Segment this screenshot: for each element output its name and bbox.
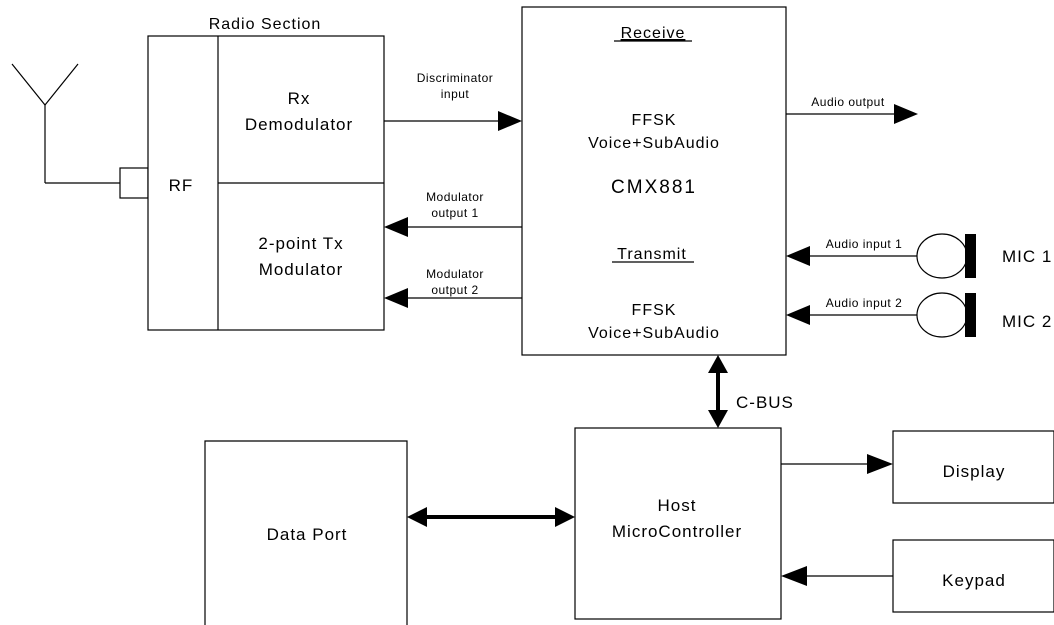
rx-demod-line1: Rx	[288, 89, 311, 108]
mod1-label-line2: output 1	[431, 206, 478, 220]
data-port-box	[204, 440, 408, 625]
radio-section-title: Radio Section	[209, 16, 322, 33]
mic-2-label: MIC 2	[1002, 312, 1052, 331]
host-microcontroller	[574, 427, 782, 620]
mic-1-icon	[916, 233, 976, 279]
mod2-label-line2: output 2	[431, 283, 478, 297]
discriminator-label-line2: input	[441, 87, 470, 101]
data-port-label: Data Port	[267, 525, 348, 544]
display-label: Display	[943, 462, 1006, 481]
tx-mod-line1: 2-point Tx	[258, 234, 343, 253]
display-arrow	[781, 454, 893, 474]
audio-input-1-arrow	[786, 246, 918, 266]
transmit-label: Transmit	[617, 246, 687, 263]
modulator-output-2-arrow	[384, 288, 522, 308]
audio-input-2-arrow	[786, 305, 918, 325]
receive-label: Receive	[621, 25, 686, 42]
rx-ffsk-label: FFSK	[632, 112, 677, 129]
mod2-label-line1: Modulator	[426, 267, 484, 281]
host-label-line2: MicroController	[612, 522, 742, 541]
audio-output-arrow	[786, 104, 918, 124]
mic-2-icon	[916, 292, 976, 338]
rf-label: RF	[169, 176, 194, 195]
keypad-box	[892, 539, 1054, 613]
tx-mod-line2: Modulator	[259, 260, 344, 279]
host-label-line1: Host	[658, 496, 697, 515]
antenna-icon	[11, 63, 149, 199]
display-box	[892, 430, 1054, 504]
rx-demod-line2: Demodulator	[245, 115, 353, 134]
data-port-arrow	[407, 507, 575, 527]
discriminator-arrow	[384, 111, 522, 131]
audio-input-1-label: Audio input 1	[826, 237, 903, 251]
keypad-arrow	[781, 566, 893, 586]
tx-voice-label: Voice+SubAudio	[588, 325, 720, 342]
audio-output-label: Audio output	[811, 95, 885, 109]
keypad-label: Keypad	[942, 571, 1006, 590]
tx-ffsk-label: FFSK	[632, 302, 677, 319]
mod1-label-line1: Modulator	[426, 190, 484, 204]
cbus-label: C-BUS	[736, 393, 794, 412]
chip-name: CMX881	[611, 177, 697, 198]
radio-section	[147, 35, 385, 331]
audio-input-2-label: Audio input 2	[826, 296, 903, 310]
modulator-output-1-arrow	[384, 217, 522, 237]
discriminator-label-line1: Discriminator	[417, 71, 494, 85]
cmx881-chip	[521, 6, 787, 356]
cbus-arrow	[708, 355, 728, 428]
rx-voice-label: Voice+SubAudio	[588, 135, 720, 152]
mic-1-label: MIC 1	[1002, 247, 1052, 266]
